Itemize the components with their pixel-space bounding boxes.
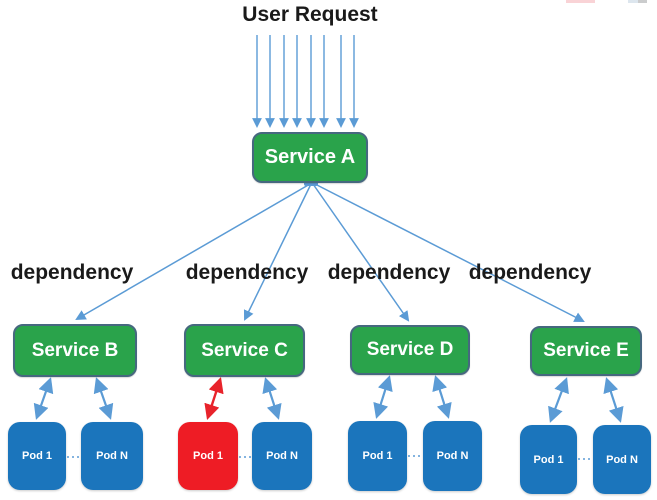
pod-label: Pod N xyxy=(96,450,128,462)
screen-artifact xyxy=(638,0,647,3)
screen-artifact xyxy=(566,0,595,3)
user-request-title: User Request xyxy=(242,3,378,26)
pod-ellipsis-links xyxy=(67,455,592,460)
service-b-pod-1: Pod 1 xyxy=(8,422,66,490)
pod-label: Pod 1 xyxy=(193,450,223,462)
dependency-arrows xyxy=(75,179,585,322)
service-e-label: Service E xyxy=(543,340,629,361)
dependency-label-1: dependency xyxy=(10,261,134,284)
dependency-label-3: dependency xyxy=(327,261,451,284)
service-d-pod-1: Pod 1 xyxy=(348,421,407,491)
service-a-label: Service A xyxy=(264,146,356,168)
service-e-pod-1: Pod 1 xyxy=(520,425,577,494)
service-c-pod-n: Pod N xyxy=(252,422,312,490)
dependency-label-4: dependency xyxy=(468,261,592,284)
service-b-node: Service B xyxy=(13,324,137,377)
user-request-arrows xyxy=(252,35,359,128)
service-pod-arrows xyxy=(33,375,624,423)
dependency-label-2: dependency xyxy=(185,261,309,284)
service-c-label: Service C xyxy=(201,339,288,361)
service-d-node: Service D xyxy=(350,325,470,375)
service-e-node: Service E xyxy=(530,326,642,376)
pod-label: Pod N xyxy=(606,453,638,466)
service-d-label: Service D xyxy=(366,339,454,360)
pod-label: Pod N xyxy=(266,450,298,462)
pod-label: Pod 1 xyxy=(362,450,393,462)
pod-label: Pod 1 xyxy=(22,450,52,462)
service-c-pod-1-failed: Pod 1 xyxy=(178,422,238,490)
service-b-label: Service B xyxy=(31,339,119,361)
pod-label: Pod N xyxy=(436,450,469,462)
service-e-pod-n: Pod N xyxy=(593,425,651,494)
service-c-node: Service C xyxy=(184,324,305,377)
screen-artifact xyxy=(628,0,638,3)
service-b-pod-n: Pod N xyxy=(81,422,143,490)
service-a-node: Service A xyxy=(252,132,368,183)
service-d-pod-n: Pod N xyxy=(423,421,482,491)
pod-label: Pod 1 xyxy=(533,453,564,466)
